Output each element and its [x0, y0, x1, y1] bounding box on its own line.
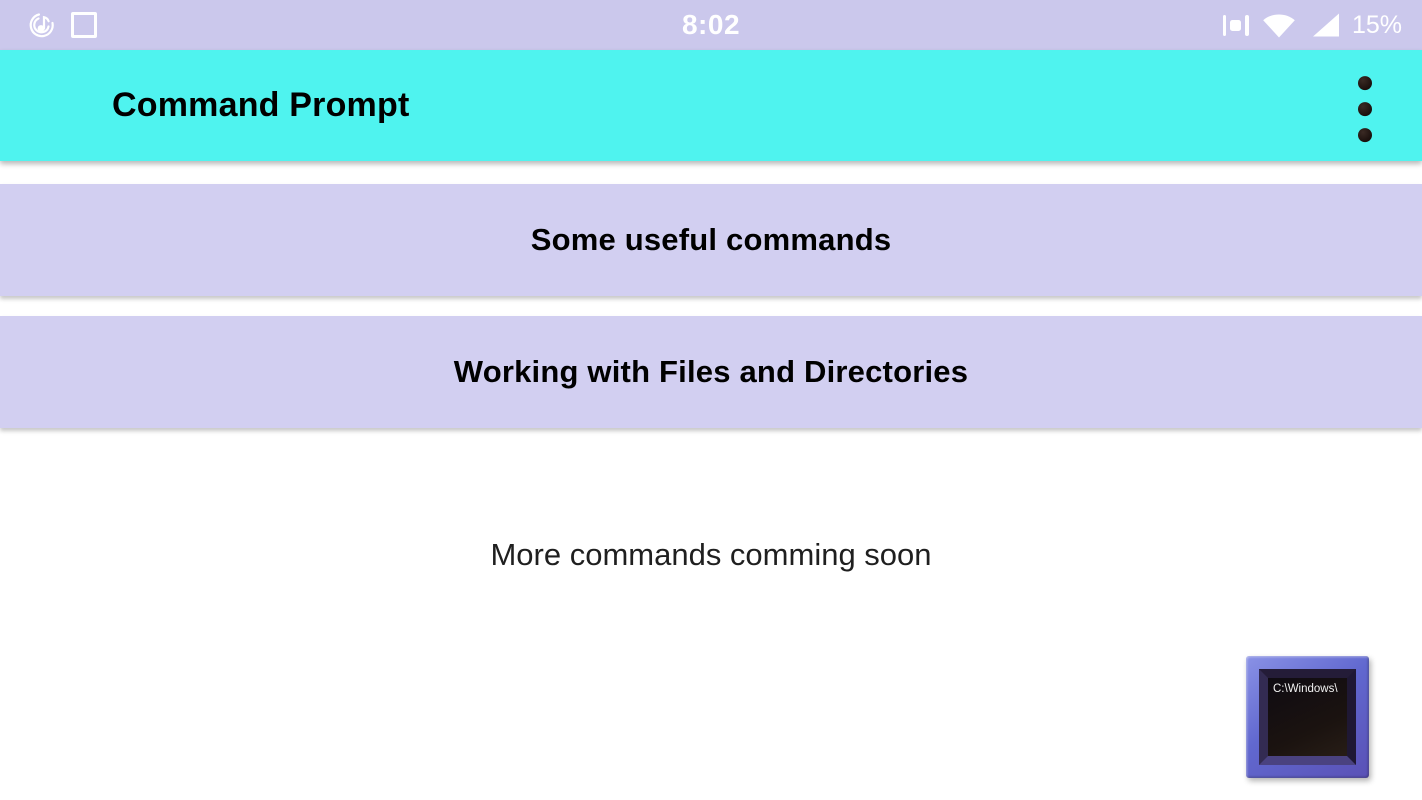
app-bar: Command Prompt — [0, 50, 1422, 161]
music-note-icon — [29, 13, 54, 38]
main-content: Some useful commands Working with Files … — [0, 184, 1422, 575]
battery-percent-text: 15% — [1351, 10, 1402, 39]
wifi-icon — [1263, 14, 1295, 37]
overflow-dot — [1358, 127, 1372, 142]
command-prompt-app-logo: C:\Windows\ — [1246, 656, 1369, 778]
page-title: Command Prompt — [112, 86, 410, 124]
vibrate-body — [1230, 19, 1242, 31]
cellular-signal-icon — [1312, 13, 1339, 37]
app-logo-screen: C:\Windows\ — [1259, 669, 1356, 765]
vibrate-icon — [1222, 12, 1249, 38]
status-bar-right-icons: 15% — [1222, 10, 1422, 40]
menu-item-label: Working with Files and Directories — [453, 354, 969, 389]
status-bar-left-icons — [0, 9, 97, 41]
menu-item-working-with-files-and-directories[interactable]: Working with Files and Directories — [0, 316, 1422, 428]
menu-item-label: Some useful commands — [530, 222, 892, 257]
screenshot-square-icon — [71, 12, 97, 38]
status-bar: 8:02 15% — [0, 0, 1422, 50]
status-time: 8:02 — [681, 9, 741, 40]
vibrate-right-bar — [1245, 14, 1249, 36]
coming-soon-text: More commands comming soon — [490, 537, 932, 572]
app-logo-screen-text: C:\Windows\ — [1273, 683, 1338, 695]
overflow-dot — [1358, 75, 1372, 90]
menu-item-some-useful-commands[interactable]: Some useful commands — [0, 184, 1422, 296]
overflow-dot — [1358, 101, 1372, 116]
vibrate-left-bar — [1222, 14, 1227, 36]
overflow-menu-button[interactable] — [1352, 70, 1378, 148]
